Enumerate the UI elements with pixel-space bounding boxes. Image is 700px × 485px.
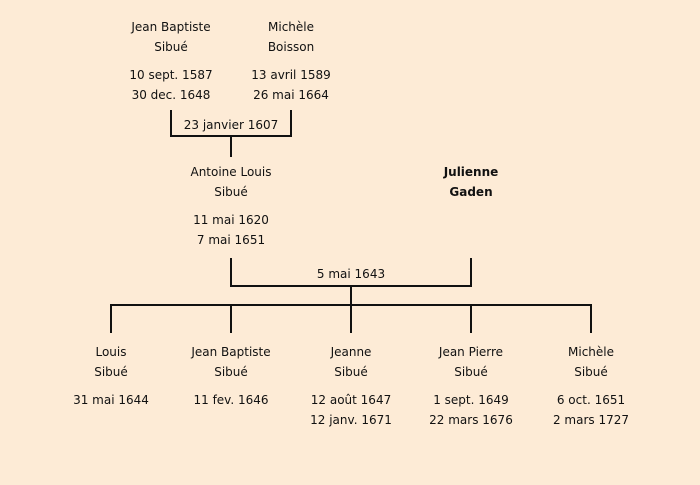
person-first-name: Julienne <box>443 165 499 179</box>
person-death-date: 22 mars 1676 <box>429 413 513 427</box>
person-birth-date: 11 mai 1620 <box>193 213 269 227</box>
connector-line <box>590 304 592 333</box>
person-birth-date: 10 sept. 1587 <box>129 68 213 82</box>
connector-line <box>470 304 472 333</box>
connector-line <box>230 135 232 157</box>
person-birth-date: 11 fev. 1646 <box>193 393 269 407</box>
person-death-date: 26 mai 1664 <box>253 88 329 102</box>
connector-line <box>350 304 352 333</box>
person-last-name: Sibué <box>154 40 188 54</box>
person-death-date: 12 janv. 1671 <box>310 413 392 427</box>
person-last-name: Gaden <box>449 185 493 199</box>
connector-line <box>230 304 232 333</box>
person-first-name: Louis <box>95 345 127 359</box>
person-birth-date: 12 août 1647 <box>310 393 392 407</box>
person-death-date: 7 mai 1651 <box>196 233 266 247</box>
person-last-name: Sibué <box>574 365 608 379</box>
connector-line <box>350 285 352 305</box>
person-first-name: Antoine Louis <box>190 165 272 179</box>
person-first-name: Jeanne <box>330 345 372 359</box>
person-first-name: Michèle <box>268 20 314 34</box>
person-first-name: Jean Baptiste <box>191 345 271 359</box>
person-death-date: 2 mars 1727 <box>552 413 630 427</box>
person-last-name: Sibué <box>334 365 368 379</box>
person-last-name: Sibué <box>214 185 248 199</box>
marriage-date: 23 janvier 1607 <box>183 118 279 132</box>
connector-line <box>290 110 292 137</box>
person-last-name: Sibué <box>94 365 128 379</box>
person-birth-date: 31 mai 1644 <box>73 393 149 407</box>
person-first-name: Jean Baptiste <box>131 20 211 34</box>
person-birth-date: 1 sept. 1649 <box>433 393 509 407</box>
connector-line <box>110 304 112 333</box>
person-death-date: 30 dec. 1648 <box>131 88 211 102</box>
connector-line <box>170 110 172 137</box>
person-last-name: Sibué <box>214 365 248 379</box>
marriage-date: 5 mai 1643 <box>316 267 386 281</box>
person-birth-date: 13 avril 1589 <box>251 68 331 82</box>
person-last-name: Sibué <box>454 365 488 379</box>
connector-line <box>470 258 472 287</box>
person-birth-date: 6 oct. 1651 <box>556 393 626 407</box>
person-first-name: Michèle <box>568 345 614 359</box>
person-last-name: Boisson <box>267 40 315 54</box>
person-first-name: Jean Pierre <box>438 345 504 359</box>
connector-line <box>230 258 232 287</box>
